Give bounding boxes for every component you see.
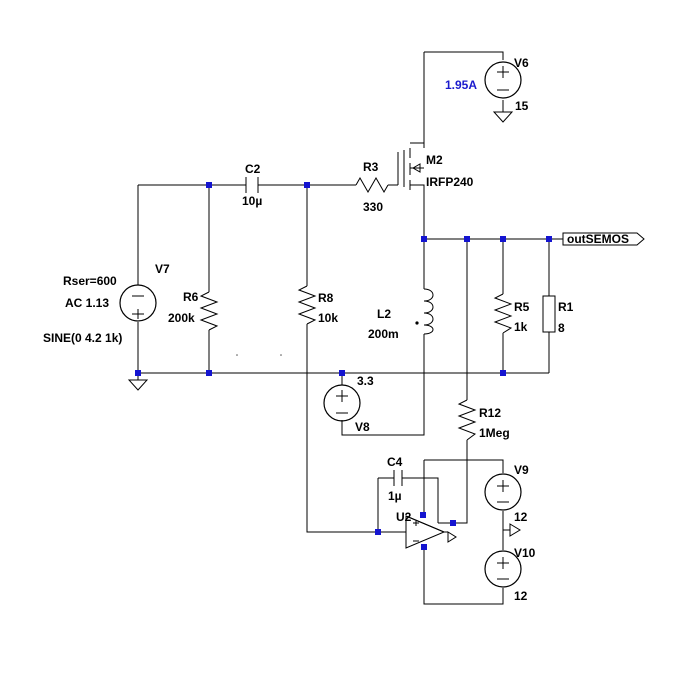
v10-name: V10 <box>514 546 536 560</box>
v7-source[interactable] <box>119 284 157 322</box>
ground-symbol <box>127 379 149 391</box>
l2-inductor[interactable] <box>415 288 434 335</box>
r12-value: 1Meg <box>479 426 510 440</box>
junction-dot <box>421 236 427 242</box>
junction-dot <box>500 236 506 242</box>
r12-name: R12 <box>479 406 501 420</box>
junction-dot <box>450 520 456 526</box>
junction-dot <box>206 370 212 376</box>
junction-dot <box>421 544 427 550</box>
junction-dot <box>375 529 381 535</box>
v7-name: V7 <box>155 262 170 276</box>
junction-dots <box>135 182 552 550</box>
v9-value: 12 <box>514 510 528 524</box>
c2-name: C2 <box>245 162 261 176</box>
junction-dot <box>304 182 310 188</box>
c4-capacitor[interactable] <box>393 470 403 486</box>
junction-dot <box>135 370 141 376</box>
l2-value: 200m <box>368 327 399 341</box>
r1-name: R1 <box>558 300 574 314</box>
m2-model: IRFP240 <box>426 175 474 189</box>
v6-current: 1.95A <box>445 78 477 92</box>
junction-dot <box>500 370 506 376</box>
c4-name: C4 <box>387 455 403 469</box>
junction-dot <box>464 236 470 242</box>
c4-value: 1µ <box>388 489 402 503</box>
v6-name: V6 <box>514 56 529 70</box>
labels: V6 1.95A 15 M2 IRFP240 R3 330 C2 10µ V7 … <box>43 56 629 603</box>
v7-sine: SINE(0 4.2 1k) <box>43 331 122 345</box>
ground-symbol <box>492 111 514 123</box>
wires <box>137 51 563 605</box>
stray-dot <box>236 354 238 356</box>
v10-value: 12 <box>514 589 528 603</box>
r8-name: R8 <box>318 291 334 305</box>
r1-value: 8 <box>558 321 565 335</box>
junction-dot <box>546 236 552 242</box>
junction-dot <box>420 512 426 518</box>
r5-resistor[interactable] <box>493 293 513 334</box>
net-label-out[interactable] <box>562 232 645 246</box>
u2-opamp[interactable] <box>406 516 457 548</box>
r3-resistor[interactable] <box>355 176 389 194</box>
v6-value: 15 <box>515 99 529 113</box>
net-label-out-text: outSEMOS <box>567 232 629 246</box>
c2-value: 10µ <box>242 194 262 208</box>
r5-value: 1k <box>514 320 528 334</box>
r6-resistor[interactable] <box>199 291 219 331</box>
v10-source[interactable] <box>484 550 522 588</box>
r3-value: 330 <box>363 200 383 214</box>
r5-name: R5 <box>514 300 530 314</box>
u2-name: U2 <box>396 510 412 524</box>
r6-value: 200k <box>168 311 195 325</box>
r8-resistor[interactable] <box>297 285 317 325</box>
ground-symbol <box>509 523 521 537</box>
c2-capacitor[interactable] <box>245 177 259 193</box>
r12-resistor[interactable] <box>457 399 477 441</box>
v8-source[interactable] <box>323 384 361 422</box>
v9-name: V9 <box>514 463 529 477</box>
r8-value: 10k <box>318 311 338 325</box>
v8-name: V8 <box>355 420 370 434</box>
v9-source[interactable] <box>484 473 522 511</box>
v7-ac: AC 1.13 <box>65 296 109 310</box>
junction-dot <box>339 370 345 376</box>
junction-dot <box>206 182 212 188</box>
m2-name: M2 <box>426 153 443 167</box>
stray-dot <box>280 354 282 356</box>
l2-name: L2 <box>377 307 391 321</box>
r1-load[interactable] <box>542 295 556 333</box>
m2-mosfet[interactable] <box>388 142 425 190</box>
r3-name: R3 <box>363 160 379 174</box>
r6-name: R6 <box>183 290 199 304</box>
v6-source[interactable] <box>484 61 522 99</box>
v8-value: 3.3 <box>357 374 374 388</box>
v7-rser: Rser=600 <box>63 274 117 288</box>
